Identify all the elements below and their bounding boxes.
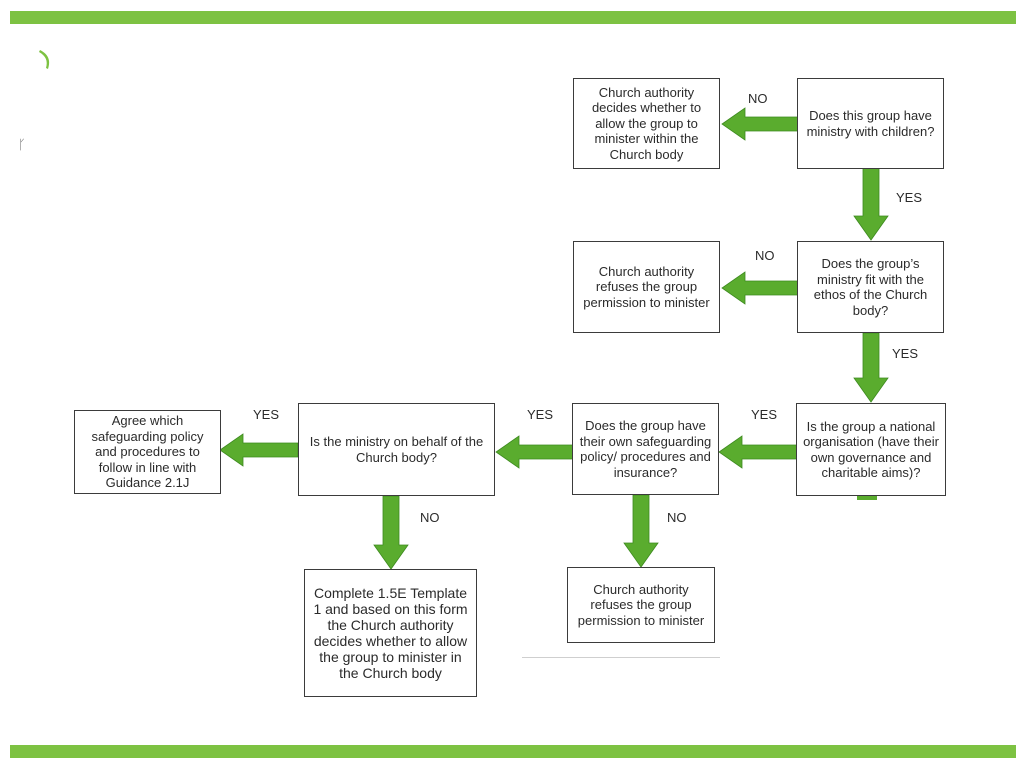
label-children-no: NO [748, 91, 768, 106]
node-agree-safeguarding-policy: Agree which safeguarding policy and proc… [74, 410, 221, 494]
arrow-behalf-yes [219, 433, 299, 467]
label-policy-yes: YES [527, 407, 554, 422]
node-church-decides-within: Church authority decides whether to allo… [573, 78, 720, 169]
top-accent-bar [10, 11, 1016, 24]
node-refuses-permission-2: Church authority refuses the group permi… [567, 567, 715, 643]
walking-figure-icon: ᚴ [18, 137, 26, 152]
arrow-behalf-no [373, 495, 409, 570]
label-ethos-no: NO [755, 248, 775, 263]
arrow-national-yes [718, 435, 798, 469]
arrow-children-no [721, 107, 799, 141]
arrow-policy-no [623, 494, 659, 568]
label-ethos-yes: YES [892, 346, 919, 361]
divider-line [522, 657, 720, 658]
arrow-ethos-yes [853, 332, 889, 403]
node-national-organisation: Is the group a national organisation (ha… [796, 403, 946, 496]
label-national-yes: YES [751, 407, 778, 422]
arrow-stub [857, 496, 877, 500]
label-policy-no: NO [667, 510, 687, 525]
swoosh-icon [39, 50, 50, 69]
arrow-ethos-no [721, 271, 799, 305]
node-own-safeguarding-policy: Does the group have their own safeguardi… [572, 403, 719, 495]
node-refuses-permission-1: Church authority refuses the group permi… [573, 241, 720, 333]
arrow-children-yes [853, 167, 889, 241]
node-ethos-fit: Does the group’s ministry fit with the e… [797, 241, 944, 333]
bottom-accent-bar [10, 745, 1016, 758]
node-ministry-on-behalf: Is the ministry on behalf of the Church … [298, 403, 495, 496]
label-behalf-no: NO [420, 510, 440, 525]
node-ministry-with-children: Does this group have ministry with child… [797, 78, 944, 169]
label-behalf-yes: YES [253, 407, 280, 422]
node-complete-template: Complete 1.5E Template 1 and based on th… [304, 569, 477, 697]
label-children-yes: YES [896, 190, 923, 205]
arrow-policy-yes [495, 435, 574, 469]
